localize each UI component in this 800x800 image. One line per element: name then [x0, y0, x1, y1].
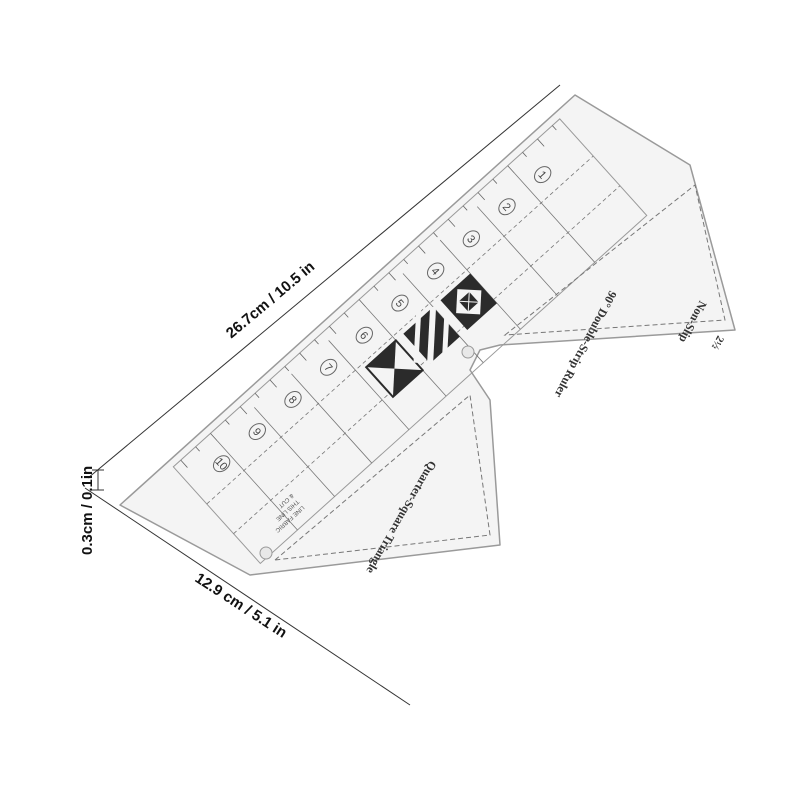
width-label: 12.9 cm / 5.1 in — [192, 570, 290, 642]
fraction-label: 2½ — [709, 334, 726, 352]
length-label: 26.7cm / 10.5 in — [223, 258, 318, 342]
number-circle — [319, 358, 338, 376]
number-circle — [248, 423, 266, 441]
number-circle — [284, 390, 302, 408]
number-circle — [355, 326, 373, 344]
quilt-block-stripes-icon — [403, 306, 460, 365]
number-circle — [462, 230, 481, 248]
thickness-label: 0.3cm / 0.1in — [79, 466, 96, 555]
ruler-strip — [172, 118, 648, 565]
number-circle — [391, 294, 409, 312]
ruler-hole-top — [461, 345, 475, 359]
number-circle — [498, 198, 516, 216]
number-circle — [534, 166, 552, 184]
ruler-ticks — [180, 125, 557, 468]
right-triangle-guide — [503, 184, 726, 336]
left-triangle-guide — [273, 394, 491, 561]
number-circle — [212, 455, 231, 473]
quilt-block-diamond-icon — [440, 273, 497, 330]
quilt-block-hourglass-icon — [364, 338, 425, 399]
number-circle — [426, 262, 445, 280]
ruler-hole-bottom — [259, 546, 273, 560]
dimension-thickness: 0.3cm / 0.1in — [79, 466, 104, 555]
